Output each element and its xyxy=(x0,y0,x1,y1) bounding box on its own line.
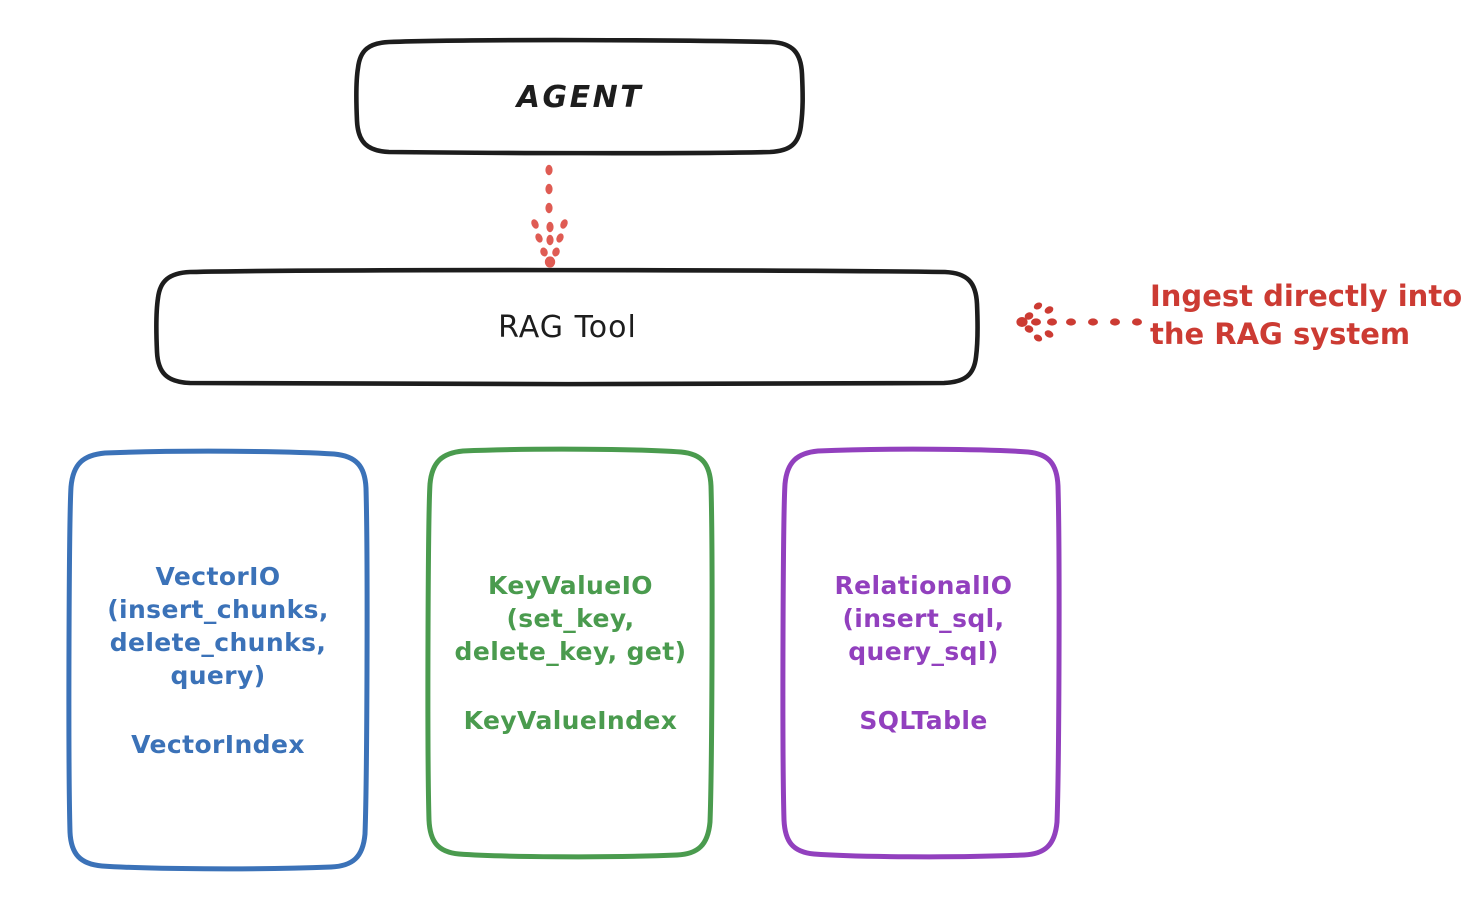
vector-io-box-outline[interactable] xyxy=(66,448,370,872)
key-value-io-node[interactable]: KeyValueIO (set_key, delete_key, get) Ke… xyxy=(430,450,711,856)
key-value-io-box-outline[interactable] xyxy=(425,446,715,860)
key-value-io-title: KeyValueIO (set_key, delete_key, get) xyxy=(454,571,687,666)
sql-table-label: SQLTable xyxy=(859,706,988,735)
agent-node[interactable]: AGENT xyxy=(357,41,803,153)
ingest-to-rag-tool-arrow xyxy=(1016,302,1142,342)
rag-tool-box-outline[interactable] xyxy=(154,267,980,387)
vector-io-node[interactable]: VectorIO (insert_chunks, delete_chunks, … xyxy=(70,452,366,868)
vector-index-label: VectorIndex xyxy=(131,729,305,759)
relational-io-title: RelationalIO (insert_sql, query_sql) xyxy=(834,571,1013,666)
rag-tool-label: RAG Tool xyxy=(498,310,637,345)
key-value-index-label: KeyValueIndex xyxy=(463,706,678,735)
relational-io-box-outline[interactable] xyxy=(780,446,1062,860)
rag-tool-node[interactable]: RAG Tool xyxy=(157,271,978,384)
agent-to-rag-tool-arrow xyxy=(531,164,568,268)
relational-io-node[interactable]: RelationalIO (insert_sql, query_sql) SQL… xyxy=(786,450,1061,856)
vector-io-title: VectorIO (insert_chunks, delete_chunks, … xyxy=(107,561,329,690)
agent-box-outline[interactable] xyxy=(354,37,805,156)
ingest-annotation-text: Ingest directly into the RAG system xyxy=(1150,279,1463,351)
agent-label: AGENT xyxy=(516,79,644,115)
